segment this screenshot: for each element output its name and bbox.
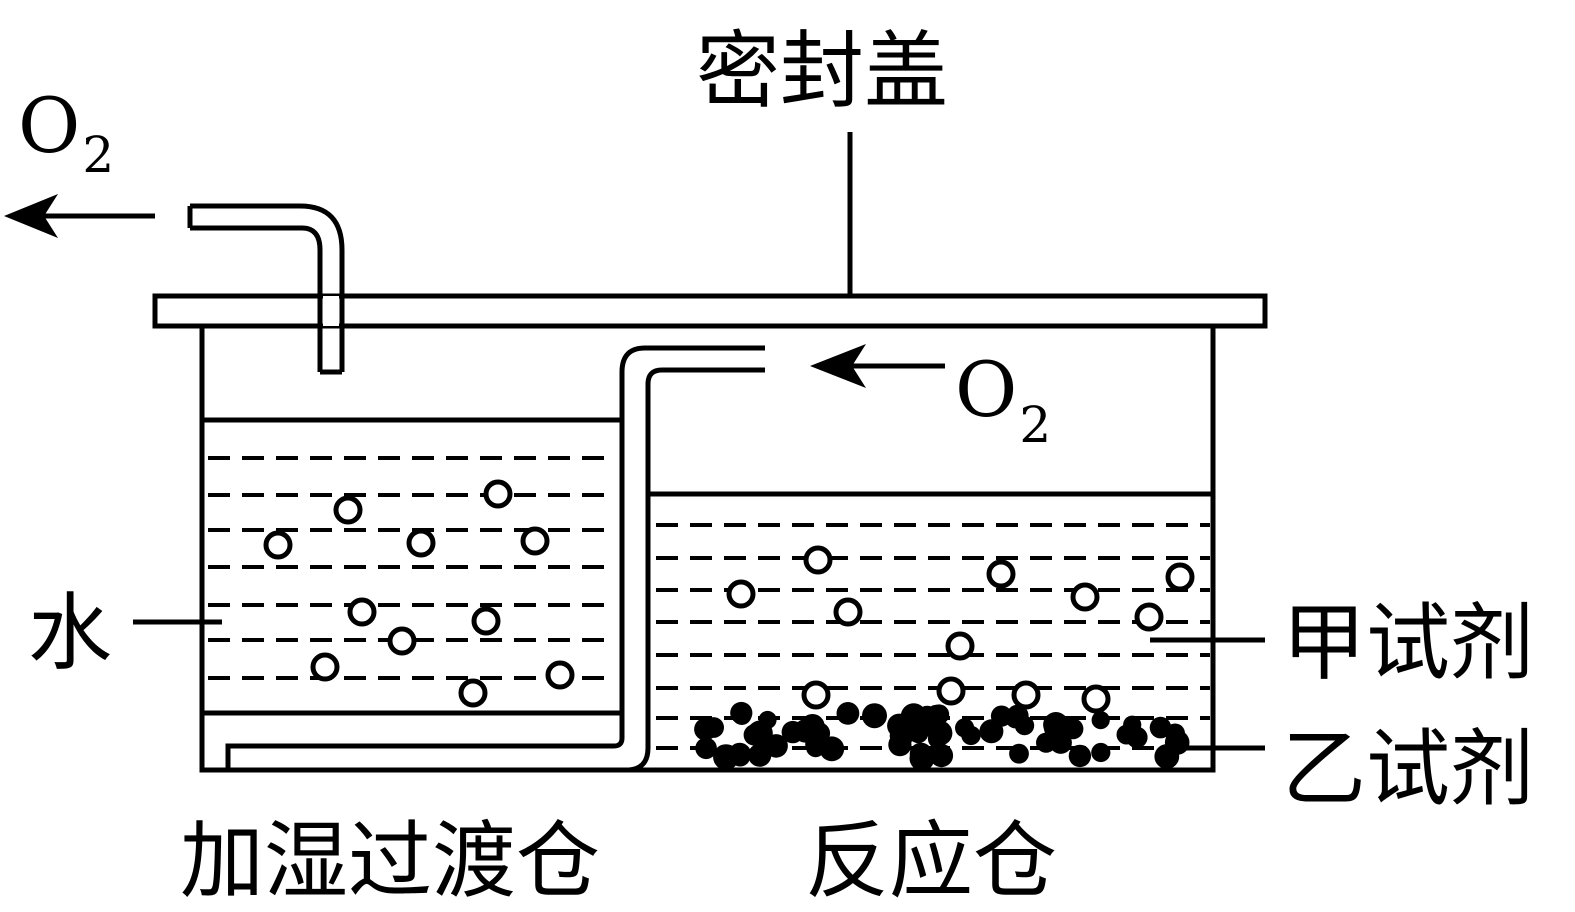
water-bubble bbox=[471, 606, 501, 636]
humidifier-label: 加湿过渡仓 bbox=[180, 812, 600, 910]
solid-particle bbox=[1149, 716, 1172, 739]
solid-particle bbox=[862, 703, 887, 729]
o2-in-label: O2 bbox=[955, 345, 1051, 454]
water-bubble bbox=[520, 526, 550, 556]
water-bubble bbox=[406, 528, 436, 558]
solid-particle bbox=[758, 710, 777, 729]
solid-particle bbox=[1068, 744, 1092, 768]
reagent-bubble bbox=[803, 545, 833, 575]
water-bubble bbox=[310, 652, 340, 682]
solid-particle bbox=[990, 705, 1013, 727]
solid-particle bbox=[743, 724, 765, 746]
water-bubble bbox=[263, 530, 293, 560]
reagent-bubble bbox=[1081, 684, 1111, 714]
reagent-bubble bbox=[833, 597, 863, 627]
outlet-tube bbox=[187, 203, 345, 375]
reagent-bubble bbox=[801, 680, 831, 710]
water-bubble bbox=[458, 678, 488, 708]
solid-particle bbox=[836, 702, 860, 725]
reagent-bubble bbox=[936, 676, 966, 706]
reagent-bubble bbox=[945, 631, 975, 661]
reagent-bubbles bbox=[726, 545, 1195, 714]
solid-particle bbox=[955, 718, 975, 738]
solid-particle bbox=[929, 743, 954, 768]
solid-particle bbox=[1009, 743, 1029, 764]
solid-particle bbox=[748, 743, 772, 767]
solid-particle bbox=[730, 746, 751, 767]
solid-particle bbox=[889, 724, 914, 748]
reagent-b-label: 乙试剂 bbox=[1282, 720, 1534, 818]
reactor-label: 反应仓 bbox=[805, 812, 1057, 910]
solid-particle bbox=[926, 704, 947, 726]
connecting-tube bbox=[225, 345, 765, 773]
solid-particle bbox=[1164, 730, 1190, 755]
solid-particle bbox=[1126, 726, 1148, 749]
water-bubble bbox=[333, 495, 363, 525]
o2-out-label: O2 bbox=[18, 81, 114, 184]
o2-inflow-arrow bbox=[810, 344, 945, 388]
solid-particle bbox=[695, 737, 717, 760]
reagent-bubble bbox=[1070, 582, 1100, 612]
solid-particle bbox=[909, 745, 935, 771]
water-bubble bbox=[387, 626, 417, 656]
reagent-b-particles bbox=[694, 701, 1190, 771]
solid-particle bbox=[1091, 711, 1110, 730]
reagent-bubble bbox=[1134, 602, 1164, 632]
solid-particle bbox=[800, 714, 825, 739]
water-bubble bbox=[347, 597, 377, 627]
reagent-bubble bbox=[986, 559, 1016, 589]
solid-particle bbox=[732, 705, 752, 725]
reagent-bubble bbox=[1165, 562, 1195, 592]
container-walls bbox=[199, 326, 1216, 773]
reagent-bubble bbox=[1011, 680, 1041, 710]
water-label: 水 bbox=[28, 584, 112, 682]
solid-particle bbox=[1091, 742, 1111, 763]
water-bubble bbox=[483, 479, 513, 509]
solid-particle bbox=[1036, 732, 1057, 753]
solid-particle bbox=[819, 736, 845, 762]
lid-label: 密封盖 bbox=[696, 22, 948, 120]
reagent-a-label: 甲试剂 bbox=[1282, 594, 1534, 692]
water-bubble bbox=[545, 660, 575, 690]
reagent-bubble bbox=[726, 579, 756, 609]
solid-particle bbox=[694, 718, 717, 741]
o2-outflow-arrow bbox=[4, 194, 155, 238]
water-bubbles bbox=[263, 479, 575, 708]
